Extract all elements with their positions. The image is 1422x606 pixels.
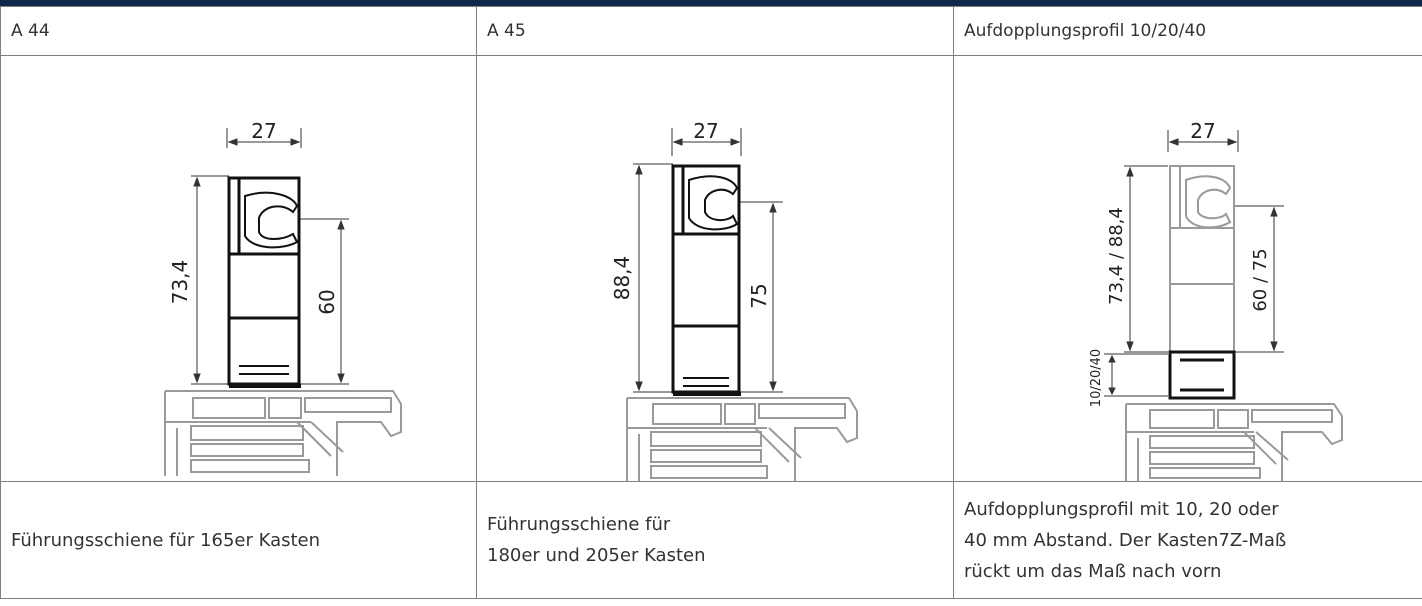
column-header-a44: A 44 xyxy=(0,6,477,56)
description-line: 180er und 205er Kasten xyxy=(487,545,706,566)
column-header-a45: A 45 xyxy=(476,6,954,56)
description-line: Führungsschiene für xyxy=(487,514,671,535)
header-row: A 44 A 45 Aufdopplungsprofil 10/20/40 xyxy=(0,6,1422,56)
dimension-height-total-label: 73,4 xyxy=(168,260,192,305)
dimension-width-label: 27 xyxy=(1190,119,1215,143)
dimension-height-total-label: 88,4 xyxy=(610,256,634,301)
description-aufdopplungsprofil: Aufdopplungsprofil mit 10, 20 oder 40 mm… xyxy=(953,481,1422,599)
dimension-width-label: 27 xyxy=(251,119,276,143)
dimension-height-total-label: 73,4 / 88,4 xyxy=(1106,207,1127,305)
description-line: Führungsschiene für 165er Kasten xyxy=(11,529,321,551)
drawing-cell-a44: 27 73,4 60 xyxy=(0,55,477,482)
description-line: rückt um das Maß nach vorn xyxy=(964,560,1222,582)
dimension-width-label: 27 xyxy=(693,119,718,143)
top-accent-bar xyxy=(0,0,1422,6)
description-line: 40 mm Abstand. Der Kasten7Z-Maß xyxy=(964,529,1287,551)
drawing-row: 27 73,4 60 xyxy=(0,55,1422,482)
profile-table: A 44 A 45 Aufdopplungsprofil 10/20/40 xyxy=(0,6,1422,599)
description-a44: Führungsschiene für 165er Kasten xyxy=(0,481,477,599)
description-row: Führungsschiene für 165er Kasten Führung… xyxy=(0,481,1422,599)
column-header-aufdopplungsprofil: Aufdopplungsprofil 10/20/40 xyxy=(953,6,1422,56)
description-a45: Führungsschiene für 180er und 205er Kast… xyxy=(476,481,954,599)
dimension-height-inner-label: 60 / 75 xyxy=(1250,248,1271,311)
dimension-height-inner-label: 75 xyxy=(747,283,771,308)
drawing-cell-aufdopplungsprofil: 27 73,4 / 88,4 60 / 75 10/20/40 xyxy=(953,55,1422,482)
profile-drawing-a44: 27 73,4 60 xyxy=(164,119,402,476)
profile-drawing-aufdopplungsprofil: 27 73,4 / 88,4 60 / 75 10/20/40 xyxy=(1089,119,1343,481)
description-line: Aufdopplungsprofil mit 10, 20 oder xyxy=(964,498,1279,520)
dimension-height-inner-label: 60 xyxy=(315,289,339,314)
profile-drawing-a45: 27 88,4 75 xyxy=(610,119,858,481)
drawing-cell-a45: 27 88,4 75 xyxy=(476,55,954,482)
dimension-spacer-label: 10/20/40 xyxy=(1089,349,1104,407)
